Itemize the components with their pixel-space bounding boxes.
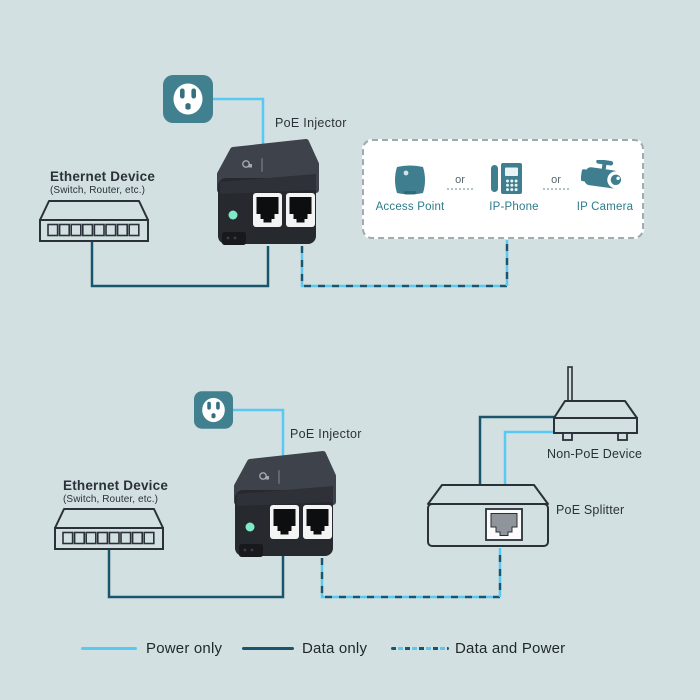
ip-camera-icon [581, 160, 625, 189]
or-text-1: or [455, 174, 465, 186]
or-dotted-line-1 [447, 186, 473, 190]
ethernet-device-sublabel-2: (Switch, Router, etc.) [63, 494, 159, 505]
splitter-rj45-port [485, 508, 523, 541]
legend-data-only-swatch [242, 647, 294, 650]
phone-keypad-dots [506, 179, 518, 192]
splitter-power-cable [503, 430, 556, 486]
poe-injector-label-2: PoE Injector [290, 427, 362, 441]
injector-port-1 [253, 193, 282, 227]
access-point-icon [395, 165, 425, 195]
data-power-cable-2-light [320, 548, 502, 599]
ethernet-switch-device-2 [54, 508, 164, 550]
switch-ports [47, 223, 140, 237]
injector-logo [242, 158, 263, 172]
legend-data-and-power-swatch [391, 647, 449, 650]
legend: Power only Data only Data and Power [0, 634, 700, 664]
or-separator-1: or [447, 174, 473, 190]
power-outlet-icon [163, 75, 213, 123]
ip-phone-label: IP-Phone [489, 201, 539, 213]
power-cable-2 [233, 408, 285, 456]
access-point-label: Access Point [375, 201, 445, 213]
ip-phone-icon [491, 163, 522, 194]
data-power-cable-1-light [300, 240, 509, 288]
switch-2-ports [62, 531, 155, 545]
poe-splitter-label: PoE Splitter [556, 503, 625, 517]
router-foot-left [562, 432, 573, 441]
injector-2-led [245, 522, 255, 532]
ethernet-device-label: Ethernet Device [50, 169, 156, 184]
ethernet-switch-device [39, 200, 149, 242]
poe-injector-device [217, 139, 319, 245]
injector-2-port-2 [303, 505, 332, 539]
ethernet-device-label-2: Ethernet Device [63, 478, 169, 493]
data-cable-2 [107, 548, 285, 599]
splitter-data-cable [478, 415, 556, 486]
data-cable-1 [90, 240, 270, 288]
data-power-cable-2 [320, 548, 502, 599]
ethernet-device-sublabel: (Switch, Router, etc.) [50, 185, 146, 196]
injector-2-port-1 [270, 505, 299, 539]
poe-injector-label: PoE Injector [275, 116, 347, 130]
ip-camera-label: IP Camera [576, 201, 634, 213]
or-dotted-line-2 [543, 186, 569, 190]
non-poe-device-label: Non-PoE Device [547, 447, 643, 461]
legend-data-and-power-label: Data and Power [455, 640, 566, 657]
legend-data-only-label: Data only [302, 640, 368, 657]
data-power-cable-1-dark [300, 240, 509, 288]
power-cable-1 [213, 97, 265, 145]
or-text-2: or [551, 174, 561, 186]
legend-power-only-swatch [81, 647, 137, 650]
injector-port-2 [286, 193, 315, 227]
legend-power-only-label: Power only [146, 640, 223, 657]
data-power-cable-2-dark [320, 548, 502, 599]
router-foot-right [617, 432, 628, 441]
or-separator-2: or [543, 174, 569, 190]
power-outlet-icon-2 [194, 391, 233, 429]
poe-splitter-device [427, 484, 549, 547]
injector-logo-2 [259, 470, 280, 484]
injector-led [228, 210, 238, 220]
data-power-cable-1 [300, 240, 509, 288]
non-poe-router-device [553, 366, 638, 441]
router-antenna [567, 366, 573, 403]
poe-injector-device-2 [234, 451, 336, 557]
